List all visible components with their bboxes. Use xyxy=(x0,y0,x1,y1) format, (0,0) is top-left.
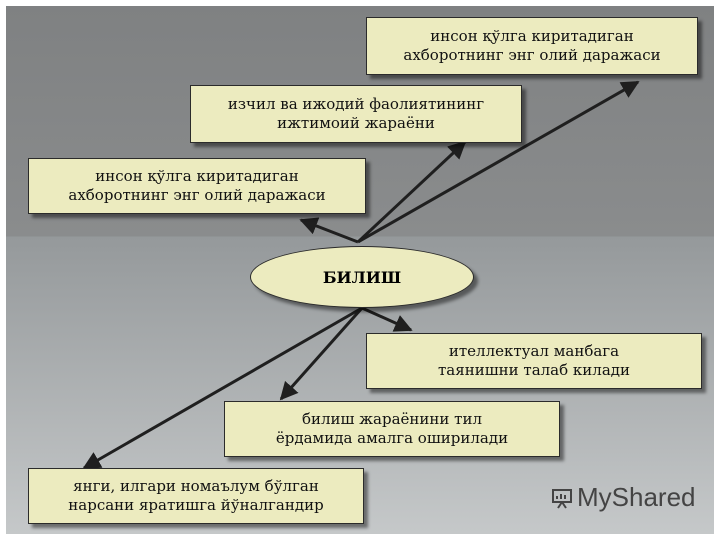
box-line: ителлектуал манбага xyxy=(448,342,620,360)
arrow-to-middle-lower xyxy=(279,307,364,401)
box-line: таянишни талаб килади xyxy=(438,361,630,379)
box-line: инсон қўлга киритадиган xyxy=(95,167,299,185)
central-label: БИЛИШ xyxy=(322,267,402,287)
box-top-middle: изчил ва ижодий фаолиятининг ижтимоий жа… xyxy=(190,85,522,143)
arrow-to-top-middle xyxy=(356,140,467,244)
logo-text: MyShared xyxy=(577,482,696,512)
box-middle-lower: билиш жараёнини тил ёрдамида амалга ошир… xyxy=(224,401,560,457)
box-top-right: инсон қўлга киритадиган ахборотнинг энг … xyxy=(366,17,698,75)
presentation-icon xyxy=(552,488,572,509)
box-right-lower: ителлектуал манбага таянишни талаб килад… xyxy=(366,333,702,389)
box-line: ахборотнинг энг олий даражаси xyxy=(68,186,326,204)
slide: инсон қўлга киритадиган ахборотнинг энг … xyxy=(6,6,714,534)
connector-arrows xyxy=(82,80,640,470)
arrow-to-left-upper xyxy=(299,217,359,244)
box-line: изчил ва ижодий фаолиятининг xyxy=(227,95,485,113)
arrow-to-bottom-left xyxy=(82,306,363,470)
box-line: нарсани яратишга йўналгандир xyxy=(68,496,324,514)
central-ellipse: БИЛИШ xyxy=(250,246,474,308)
box-line: билиш жараёнини тил xyxy=(301,410,482,428)
box-bottom-left: янги, илгари номаълум бўлган нарсани яра… xyxy=(28,468,364,524)
box-line: ахборотнинг энг олий даражаси xyxy=(403,46,661,64)
box-line: ёрдамида амалга оширилади xyxy=(275,429,509,447)
arrow-to-right-lower xyxy=(361,306,413,332)
arrow-to-top-right xyxy=(357,80,640,244)
box-line: ижтимоий жараёни xyxy=(277,114,435,132)
myshared-logo: MyShared xyxy=(551,482,696,513)
box-line: инсон қўлга киритадиган xyxy=(430,27,634,45)
box-line: янги, илгари номаълум бўлган xyxy=(73,477,319,495)
box-left-upper: инсон қўлга киритадиган ахборотнинг энг … xyxy=(28,158,366,214)
